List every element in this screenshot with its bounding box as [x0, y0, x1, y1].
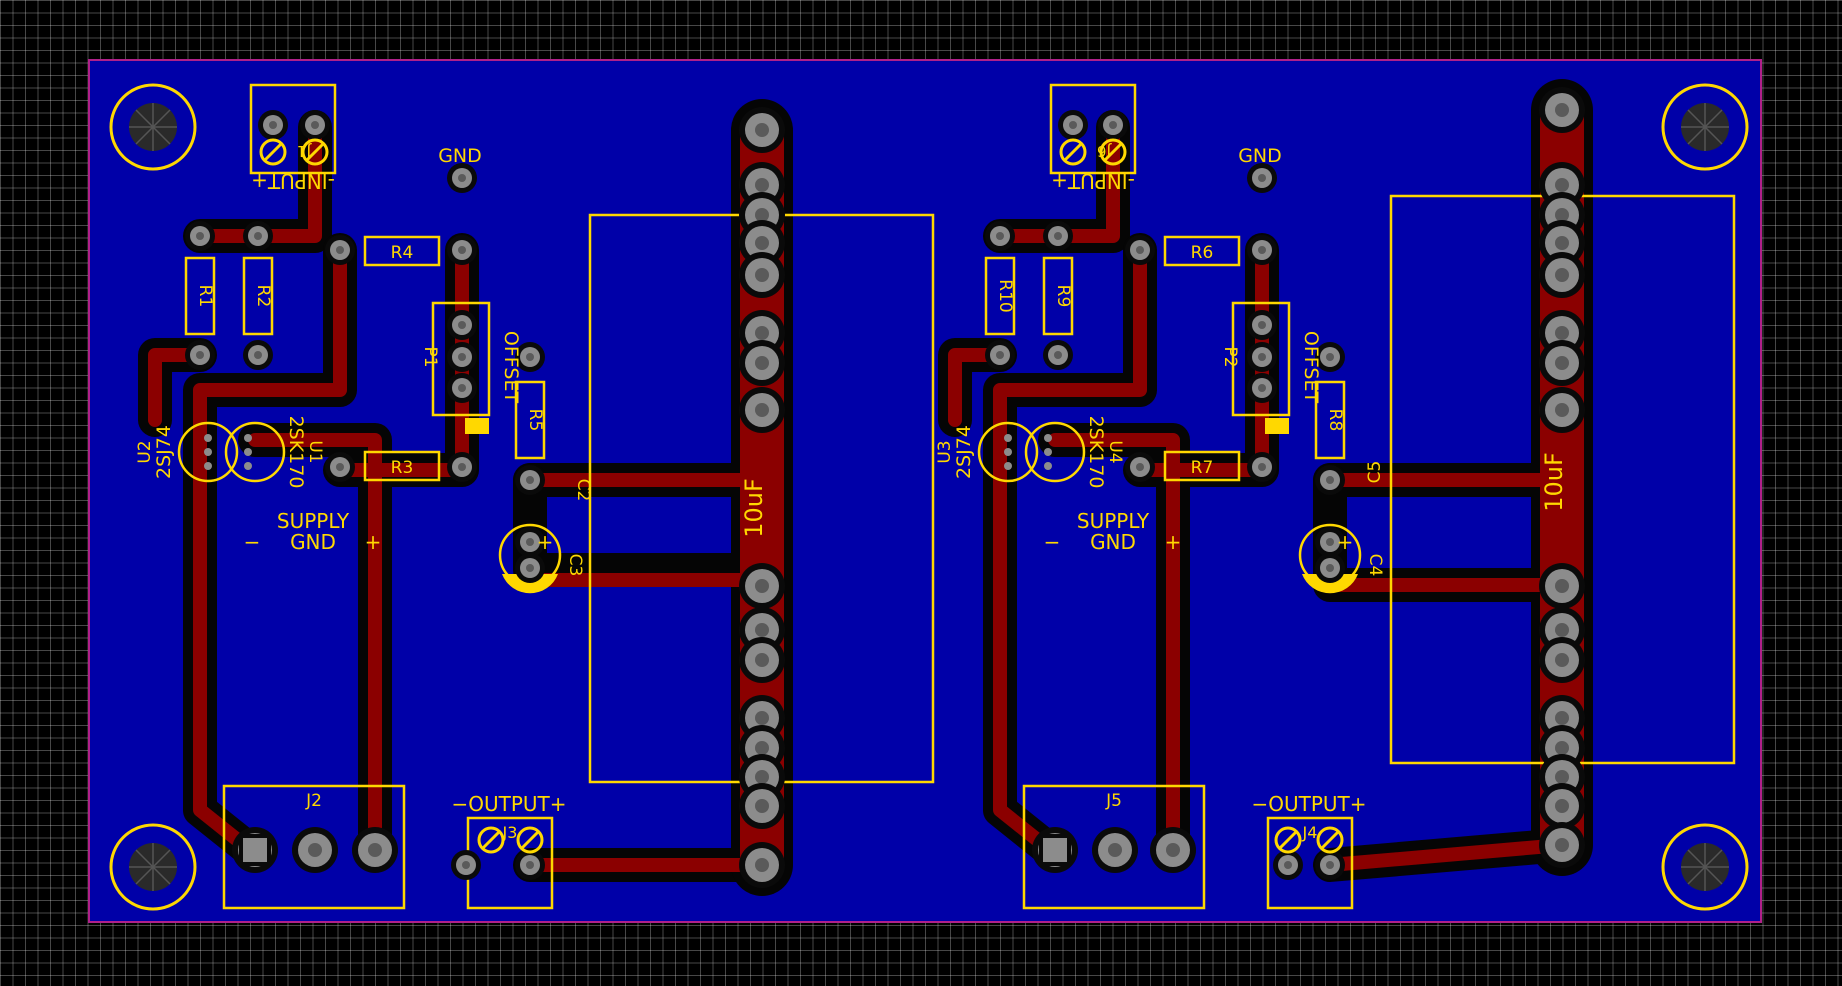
u1-label: U1	[305, 440, 325, 463]
r1-label: R1	[195, 285, 215, 308]
p1-outline[interactable]	[431, 301, 491, 417]
offset-label-2: OFFSET	[1300, 331, 1322, 404]
j3-label: J3	[502, 823, 518, 842]
u2-part-label: 2SJ74	[153, 425, 175, 479]
output-label: −OUTPUT+	[451, 792, 566, 816]
u4-label: U4	[1105, 440, 1125, 463]
c3-label: C3	[565, 554, 585, 577]
p1-label: P1	[420, 346, 440, 367]
u4-part-label: 2SK170	[1085, 416, 1107, 489]
r2-label: R2	[253, 285, 273, 308]
c4-plus-label: +	[1337, 530, 1354, 554]
j1-label: J1	[297, 142, 312, 160]
u4-outline[interactable]	[1024, 421, 1086, 483]
j5-label: J5	[1105, 791, 1122, 811]
channel-2[interactable]: GND -INPUT+ J6 R10 R9 R6 R7 R8 P2 OFFSET…	[935, 79, 1736, 910]
supply-plus-label-2: +	[1165, 530, 1182, 554]
supply-plus-label: +	[365, 530, 382, 554]
offset-label: OFFSET	[500, 331, 522, 404]
j5-outline[interactable]	[1022, 784, 1206, 910]
j1-outline[interactable]	[249, 83, 337, 175]
r8-outline[interactable]	[1314, 380, 1346, 460]
supply-label-2: SUPPLY	[1077, 509, 1150, 533]
c2-label: C2	[573, 479, 593, 502]
supply-label: SUPPLY	[277, 509, 350, 533]
r10-outline[interactable]	[984, 256, 1016, 336]
board-outline	[88, 59, 1762, 923]
j4-outline[interactable]	[1266, 816, 1354, 910]
r1-outline[interactable]	[184, 256, 216, 336]
r2-outline[interactable]	[242, 256, 274, 336]
u2-outline[interactable]	[177, 421, 239, 483]
u3-part-label: 2SJ74	[953, 425, 975, 479]
u1-part-label: 2SK170	[285, 416, 307, 489]
c3-plus-label: +	[537, 530, 554, 554]
input-label-2: -INPUT+	[1051, 169, 1135, 193]
r5-outline[interactable]	[514, 380, 546, 460]
r3-label: R3	[391, 458, 414, 478]
input-label: -INPUT+	[251, 169, 335, 193]
output-label-2: −OUTPUT+	[1251, 792, 1366, 816]
c5-label: C5	[1365, 461, 1385, 484]
r7-label: R7	[1191, 458, 1214, 478]
supply-gnd-label: GND	[290, 530, 336, 554]
supply-minus-label: −	[244, 530, 261, 554]
r9-label: R9	[1053, 285, 1073, 308]
c2-value-label: 10uF	[740, 478, 768, 538]
p2-outline[interactable]	[1231, 301, 1291, 417]
u2-label: U2	[135, 440, 155, 463]
supply-minus-label-2: −	[1044, 530, 1061, 554]
r6-outline[interactable]	[1163, 235, 1241, 267]
channel-1[interactable]: GND -INPUT+ J1 R1 R2 R4 R3 R5 P1 OFFSET …	[135, 83, 935, 910]
supply-gnd-label-2: GND	[1090, 530, 1136, 554]
gnd-label-2: GND	[1238, 145, 1282, 167]
r7-outline[interactable]	[1163, 450, 1241, 482]
u1-outline[interactable]	[224, 421, 286, 483]
r10-label: R10	[995, 279, 1015, 312]
j6-label: J6	[1097, 142, 1112, 160]
u3-label: U3	[935, 440, 955, 463]
r5-label: R5	[525, 409, 545, 432]
gnd-label: GND	[438, 145, 482, 167]
r4-label: R4	[391, 243, 414, 263]
r3-outline[interactable]	[363, 450, 441, 482]
r8-label: R8	[1325, 409, 1345, 432]
j2-label: J2	[305, 791, 322, 811]
p2-label: P2	[1220, 346, 1240, 367]
r4-outline[interactable]	[363, 235, 441, 267]
r9-outline[interactable]	[1042, 256, 1074, 336]
c4-label: C4	[1365, 554, 1385, 577]
r6-label: R6	[1191, 243, 1214, 263]
j2-outline[interactable]	[222, 784, 406, 910]
j4-label: J4	[1302, 823, 1318, 842]
j6-outline[interactable]	[1049, 83, 1137, 175]
u3-outline[interactable]	[977, 421, 1039, 483]
c5-value-label: 10uF	[1540, 452, 1568, 512]
